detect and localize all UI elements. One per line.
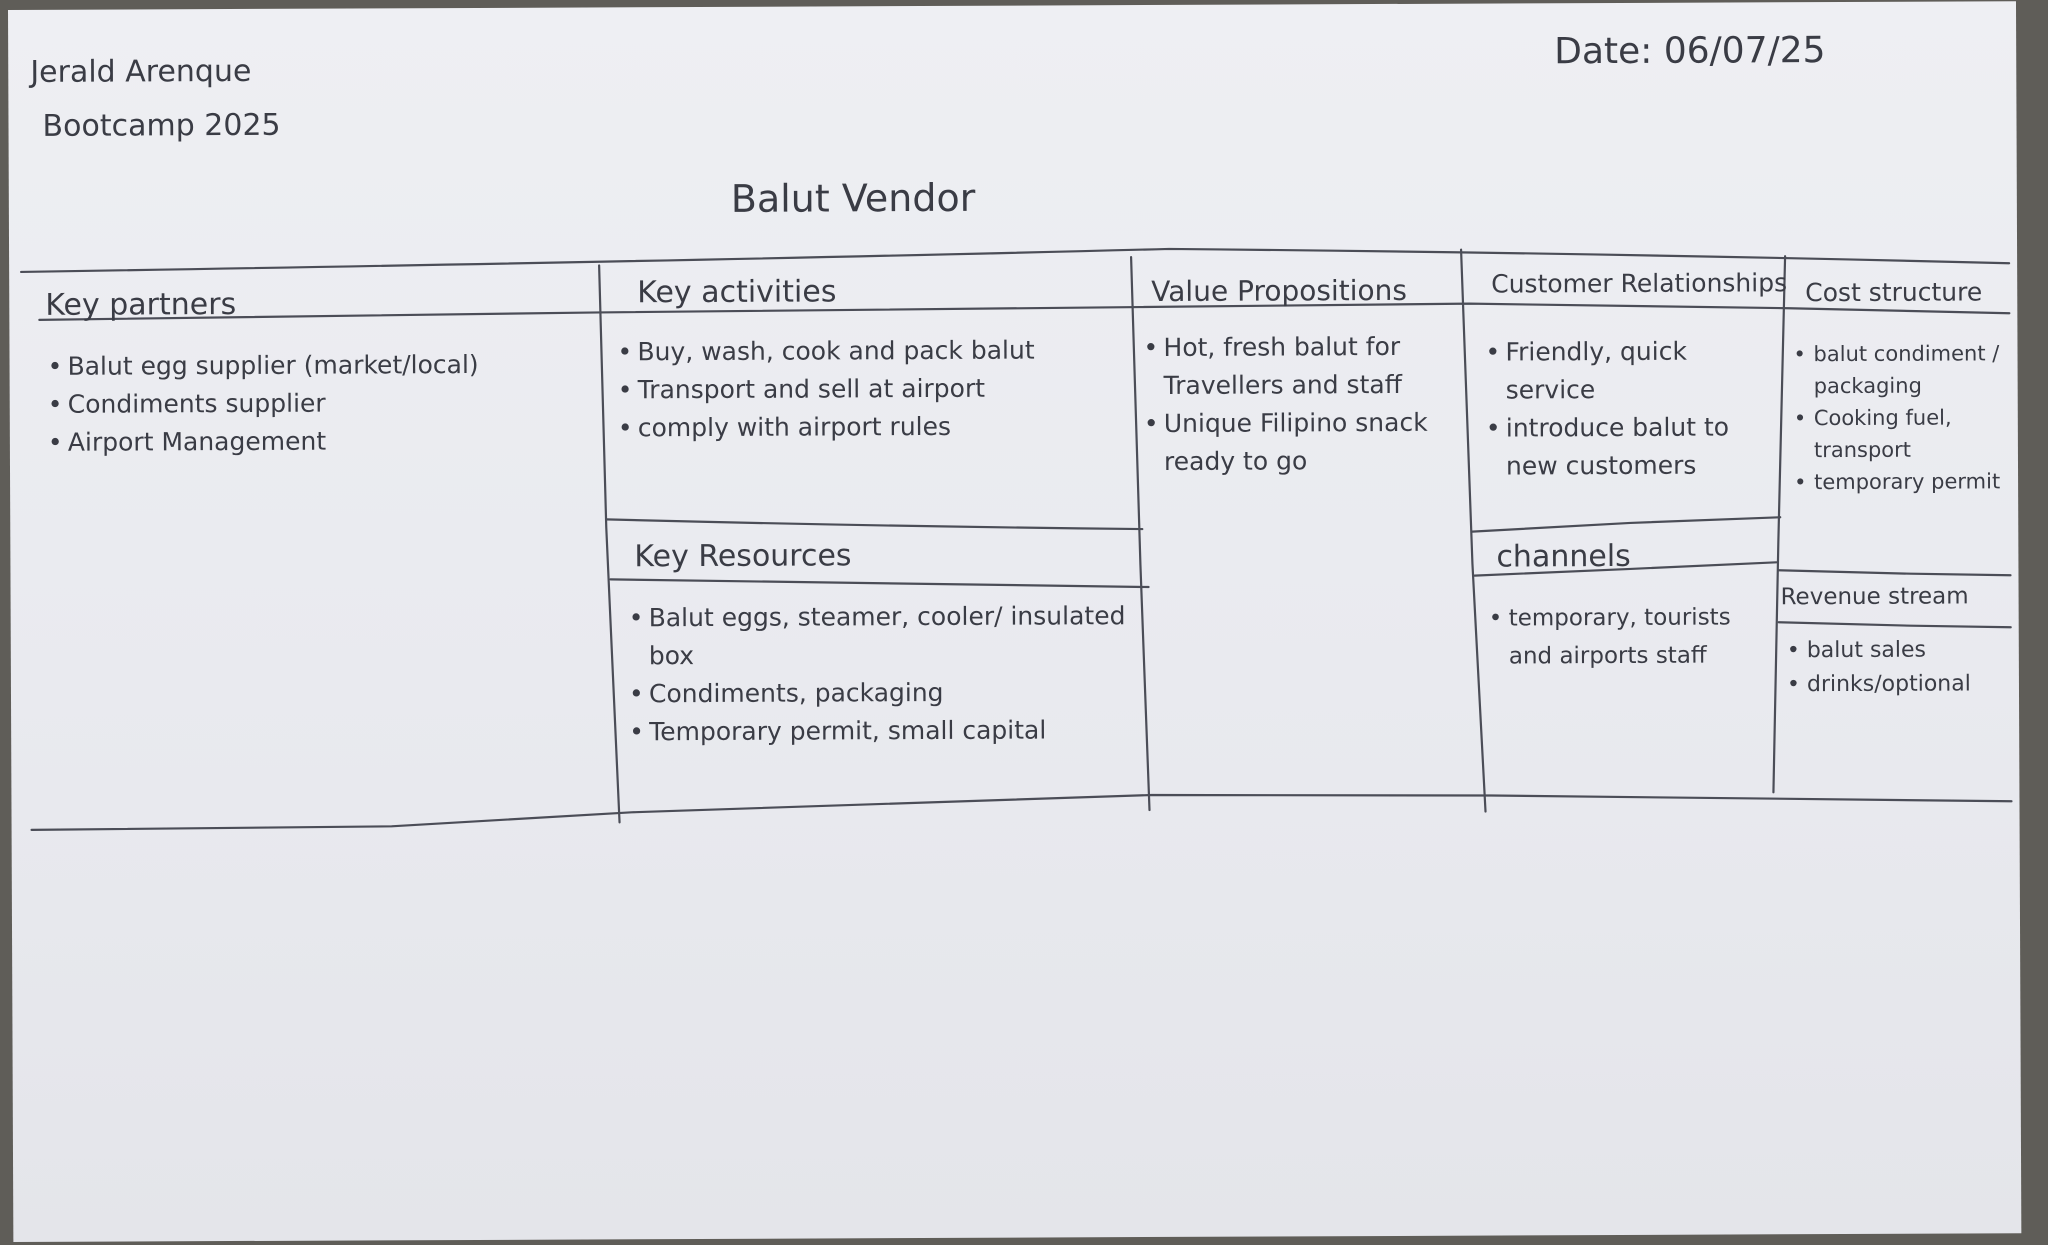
page-title: Balut Vendor <box>730 175 976 221</box>
value-propositions-list: Hot, fresh balut for Travellers and staf… <box>1143 328 1464 481</box>
key-activities-item: Transport and sell at airport <box>618 370 1035 410</box>
cost-structure-item: balut condiment / packaging <box>1793 337 2011 402</box>
date-label: Date: 06/07/25 <box>1554 30 1826 73</box>
paper-sheet: Jerald Arenque Bootcamp 2025 Date: 06/07… <box>8 1 2022 1242</box>
cost-structure-item: Cooking fuel, transport <box>1794 401 2012 466</box>
key-resources-heading: Key Resources <box>634 538 852 575</box>
key-resources-item: Balut eggs, steamer, cooler/ insulated b… <box>629 597 1129 675</box>
cost-structure-item: temporary permit <box>1794 465 2012 498</box>
key-resources-item: Condiments, packaging <box>629 673 1129 713</box>
key-partners-heading: Key partners <box>45 287 237 323</box>
key-partners-item: Condiments supplier <box>48 384 479 424</box>
value-propositions-item: Unique Filipino snack ready to go <box>1144 404 1464 481</box>
key-partners-item: Balut egg supplier (market/local) <box>47 346 478 386</box>
value-propositions-heading: Value Propositions <box>1151 273 1408 309</box>
key-resources-item: Temporary permit, small capital <box>629 711 1129 751</box>
key-activities-item: comply with airport rules <box>618 408 1035 448</box>
channels-item: temporary, tourists and airports staff <box>1489 598 1769 675</box>
bootcamp-label: Bootcamp 2025 <box>42 107 281 144</box>
customer-relationships-heading: Customer Relationships <box>1491 268 1788 299</box>
customer-relationships-item: introduce balut to new customers <box>1486 408 1776 485</box>
cost-structure-heading: Cost structure <box>1805 277 1983 308</box>
revenue-streams-item: balut sales <box>1787 633 2007 668</box>
cost-structure-list: balut condiment / packaging Cooking fuel… <box>1793 337 2012 498</box>
key-activities-heading: Key activities <box>637 274 837 311</box>
revenue-streams-item: drinks/optional <box>1787 667 2007 702</box>
revenue-streams-heading: Revenue stream <box>1780 583 1969 611</box>
key-partners-item: Airport Management <box>48 422 479 462</box>
key-activities-item: Buy, wash, cook and pack balut <box>617 332 1034 372</box>
value-propositions-item: Hot, fresh balut for Travellers and staf… <box>1143 328 1463 405</box>
key-activities-list: Buy, wash, cook and pack balut Transport… <box>617 332 1035 448</box>
key-partners-list: Balut egg supplier (market/local) Condim… <box>47 346 479 462</box>
revenue-streams-list: balut sales drinks/optional <box>1787 633 2007 702</box>
channels-heading: channels <box>1496 538 1631 575</box>
customer-relationships-item: Friendly, quick service <box>1485 332 1775 409</box>
author-name: Jerald Arenque <box>30 53 252 90</box>
key-resources-list: Balut eggs, steamer, cooler/ insulated b… <box>629 597 1130 751</box>
channels-list: temporary, tourists and airports staff <box>1489 598 1769 675</box>
canvas-grid-lines <box>20 247 2013 832</box>
customer-relationships-list: Friendly, quick service introduce balut … <box>1485 332 1776 485</box>
